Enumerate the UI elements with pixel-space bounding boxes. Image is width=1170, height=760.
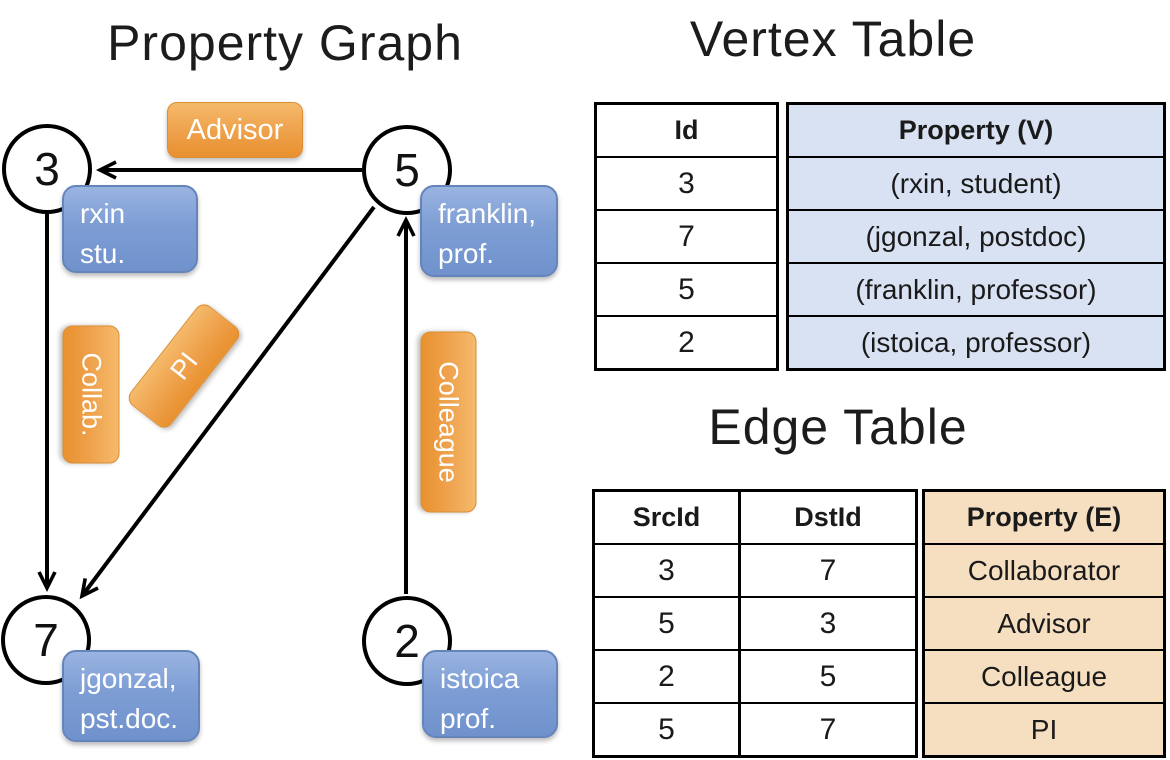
edge-label-colleague: Colleague bbox=[420, 331, 477, 513]
vertex-id-cell: 3 bbox=[597, 158, 776, 211]
vertex-table-title: Vertex Table bbox=[689, 11, 977, 67]
edge-table-row: 3 7 bbox=[595, 545, 915, 598]
property-line-2: prof. bbox=[440, 702, 497, 734]
node-id: 5 bbox=[394, 144, 420, 196]
vertex-node-5: 5 bbox=[362, 125, 452, 215]
edge-pi-5-to-7 bbox=[79, 205, 376, 600]
property-line-2: prof. bbox=[438, 237, 495, 269]
vertex-table-id-header: Id bbox=[597, 105, 776, 158]
property-line-1: franklin, bbox=[438, 198, 537, 229]
vertex-property-cell: (franklin, professor) bbox=[789, 264, 1163, 317]
edge-table-property-header: Property (E) bbox=[925, 492, 1163, 545]
vertex-id-cell: 7 bbox=[597, 211, 776, 264]
property-line-2: pst.doc. bbox=[80, 702, 179, 734]
edge-src-cell: 3 bbox=[595, 545, 741, 596]
edge-dst-cell: 5 bbox=[741, 651, 915, 702]
property-line-1: jgonzal, bbox=[80, 663, 177, 694]
edge-property-cell: Colleague bbox=[925, 651, 1163, 704]
vertex-property-box-rxin: rxin stu. bbox=[62, 185, 198, 273]
vertex-id-cell: 5 bbox=[597, 264, 776, 317]
vertex-table-property-header: Property (V) bbox=[789, 105, 1163, 158]
vertex-node-2: 2 bbox=[362, 596, 452, 686]
vertex-id-cell: 2 bbox=[597, 317, 776, 368]
property-line-1: istoica bbox=[440, 663, 520, 694]
edge-dst-cell: 3 bbox=[741, 598, 915, 649]
vertex-table-property-column: Property (V) (rxin, student) (jgonzal, p… bbox=[786, 102, 1166, 371]
property-line-1: rxin bbox=[80, 198, 126, 229]
edge-property-cell: Advisor bbox=[925, 598, 1163, 651]
edge-table-property-column: Property (E) Collaborator Advisor Collea… bbox=[922, 489, 1166, 758]
property-line-2: stu. bbox=[80, 237, 126, 269]
vertex-property-cell: (rxin, student) bbox=[789, 158, 1163, 211]
edge-property-cell: Collaborator bbox=[925, 545, 1163, 598]
vertex-property-box-istoica: istoica prof. bbox=[422, 650, 558, 738]
edge-table-title: Edge Table bbox=[708, 399, 968, 455]
edge-table-row: 2 5 bbox=[595, 651, 915, 704]
edge-table-srcid-header: SrcId bbox=[595, 492, 741, 543]
edge-label-collab: Collab. bbox=[62, 325, 120, 464]
edge-label-advisor: Advisor bbox=[167, 102, 303, 158]
node-id: 2 bbox=[394, 615, 420, 667]
graph-edges-canvas bbox=[37, 160, 416, 600]
edge-src-cell: 5 bbox=[595, 704, 741, 755]
property-graph-title: Property Graph bbox=[107, 15, 463, 71]
edge-property-cell: PI bbox=[925, 704, 1163, 755]
node-id: 3 bbox=[34, 143, 60, 195]
edge-src-cell: 2 bbox=[595, 651, 741, 702]
vertex-table-id-column: Id 3 7 5 2 bbox=[594, 102, 779, 371]
node-id: 7 bbox=[33, 614, 59, 666]
edge-dst-cell: 7 bbox=[741, 704, 915, 755]
edge-dst-cell: 7 bbox=[741, 545, 915, 596]
edge-table-header-row: SrcId DstId bbox=[595, 492, 915, 545]
edge-table-id-columns: SrcId DstId 3 7 5 3 2 5 5 7 bbox=[592, 489, 918, 758]
edge-src-cell: 5 bbox=[595, 598, 741, 649]
edge-table-row: 5 7 bbox=[595, 704, 915, 755]
vertex-property-cell: (istoica, professor) bbox=[789, 317, 1163, 368]
vertex-property-box-jgonzal: jgonzal, pst.doc. bbox=[62, 650, 200, 742]
edge-table-dstid-header: DstId bbox=[741, 492, 915, 543]
edge-table-row: 5 3 bbox=[595, 598, 915, 651]
vertex-property-box-franklin: franklin, prof. bbox=[420, 185, 558, 277]
vertex-property-cell: (jgonzal, postdoc) bbox=[789, 211, 1163, 264]
